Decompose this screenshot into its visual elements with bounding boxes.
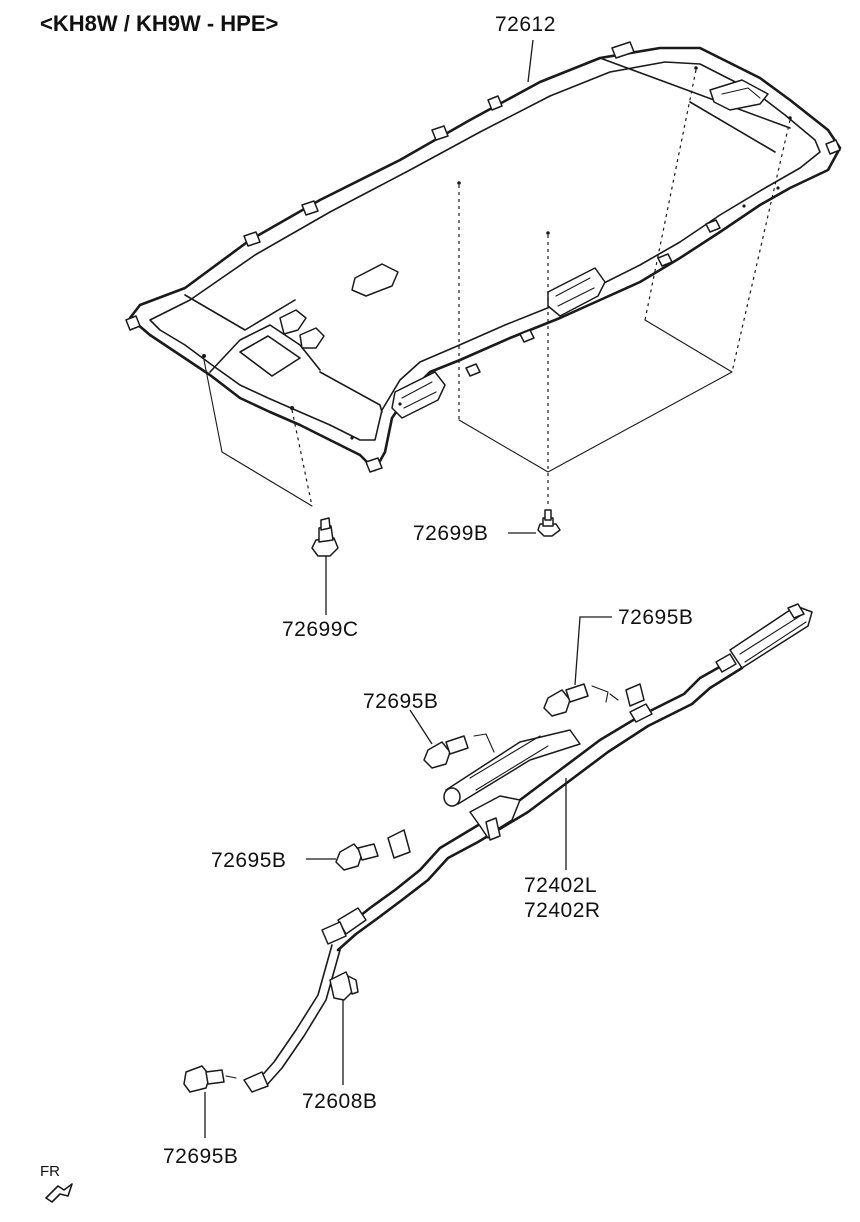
clip-72699c: 72699C — [282, 517, 359, 641]
part-number-72695b-left: 72695B — [211, 849, 286, 872]
part-number-72402l: 72402L — [524, 874, 597, 897]
part-number-72699b: 72699B — [413, 522, 488, 545]
bolt-72695b-left: 72695B — [211, 843, 379, 872]
bracket-72608b: 72608B — [302, 971, 377, 1113]
headlining-panel — [125, 41, 842, 473]
part-number-72402r: 72402R — [524, 899, 601, 922]
label-72612: 72612 — [495, 13, 556, 83]
label-72402: 72402L 72402R — [524, 778, 601, 922]
part-number-72695b-bottom: 72695B — [163, 1145, 238, 1168]
clip-72699b: 72699B — [413, 509, 561, 545]
bolt-72695b-bottom: 72695B — [163, 1065, 238, 1168]
front-direction-indicator: FR — [40, 1163, 73, 1203]
bolt-72695b-top-right: 72695B — [543, 606, 693, 717]
part-number-72612: 72612 — [495, 13, 556, 36]
front-arrow-icon — [45, 1183, 73, 1203]
part-number-72608b: 72608B — [302, 1090, 377, 1113]
part-number-72699c: 72699C — [282, 618, 359, 641]
projection-lines — [203, 69, 791, 507]
model-header: <KH8W / KH9W - HPE> — [40, 11, 278, 36]
curtain-airbag — [243, 603, 813, 1093]
part-number-72695b-top-right: 72695B — [618, 606, 693, 629]
front-label: FR — [40, 1163, 60, 1180]
part-number-72695b-mid: 72695B — [363, 690, 438, 713]
bolt-72695b-mid: 72695B — [363, 690, 495, 769]
